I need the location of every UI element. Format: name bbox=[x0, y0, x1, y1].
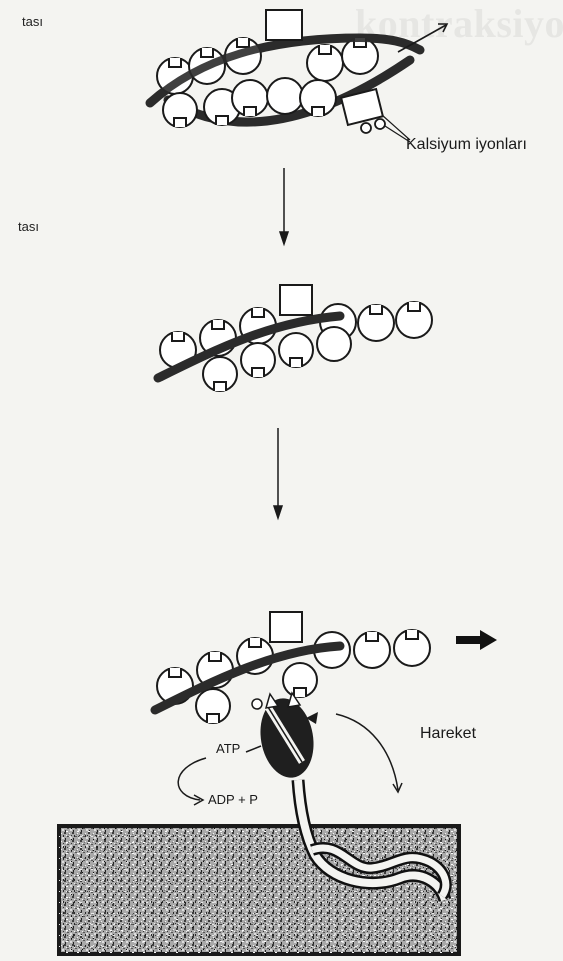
troponin-complex bbox=[280, 285, 312, 315]
troponin-complex bbox=[270, 612, 302, 642]
calcium-ions-label: Kalsiyum iyonları bbox=[406, 136, 527, 154]
adp-p-label: ADP + P bbox=[208, 792, 258, 807]
stage-3-actin-filament bbox=[155, 612, 497, 723]
movement-direction-arrow bbox=[456, 630, 497, 650]
calcium-ion bbox=[361, 123, 371, 133]
movement-label: Hareket bbox=[420, 725, 476, 743]
troponin-complex bbox=[266, 10, 302, 40]
down-arrow-2 bbox=[274, 428, 282, 518]
atp-label: ATP bbox=[216, 741, 240, 756]
down-arrow-1 bbox=[280, 168, 288, 244]
calcium-ion bbox=[375, 119, 385, 129]
stage-2-actin-filament bbox=[158, 285, 432, 391]
myosin-head bbox=[252, 693, 320, 782]
released-troponin bbox=[341, 89, 385, 133]
myosin-thick-filament-block bbox=[59, 826, 459, 954]
stage-1-actin-filament bbox=[150, 10, 447, 142]
movement-arc-arrow bbox=[336, 714, 402, 792]
